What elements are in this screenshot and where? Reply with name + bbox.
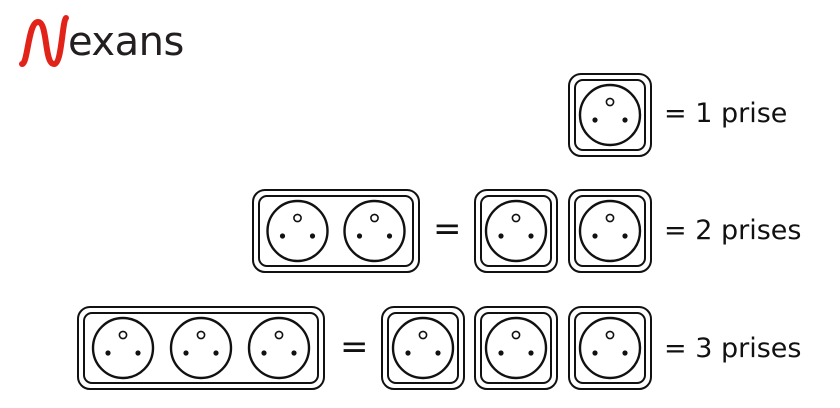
row-2-single-socket-unit-icon-2 (568, 189, 652, 273)
french-socket-icon (578, 316, 642, 380)
row-3-single-socket-unit-icon-3 (568, 306, 652, 390)
french-socket-icon (343, 199, 406, 263)
nexans-n-mark-icon (19, 15, 69, 67)
row-2-multi-socket-block-icon (252, 189, 420, 273)
french-socket-icon (91, 316, 155, 380)
row-3-single-socket-unit-icon-2 (474, 306, 558, 390)
french-socket-icon (391, 316, 455, 380)
french-socket-icon (484, 199, 548, 263)
row-2-equals-sign: = (433, 209, 462, 249)
row-3-equals-sign: = (340, 327, 369, 367)
logo-wordmark: exans (68, 19, 184, 65)
french-socket-icon (266, 199, 329, 263)
row-3-label: = 3 prises (664, 333, 802, 364)
row-3-single-socket-unit-icon-1 (381, 306, 465, 390)
french-socket-icon (484, 316, 548, 380)
row-2-label: = 2 prises (664, 215, 802, 246)
french-socket-icon (578, 83, 642, 147)
row-2-single-socket-unit-icon-1 (474, 189, 558, 273)
french-socket-icon (169, 316, 233, 380)
row-3-multi-socket-block-icon (77, 306, 325, 390)
french-socket-icon (578, 199, 642, 263)
row-1-single-socket-unit-icon (568, 73, 652, 157)
row-1-label: = 1 prise (664, 98, 788, 129)
french-socket-icon (247, 316, 311, 380)
